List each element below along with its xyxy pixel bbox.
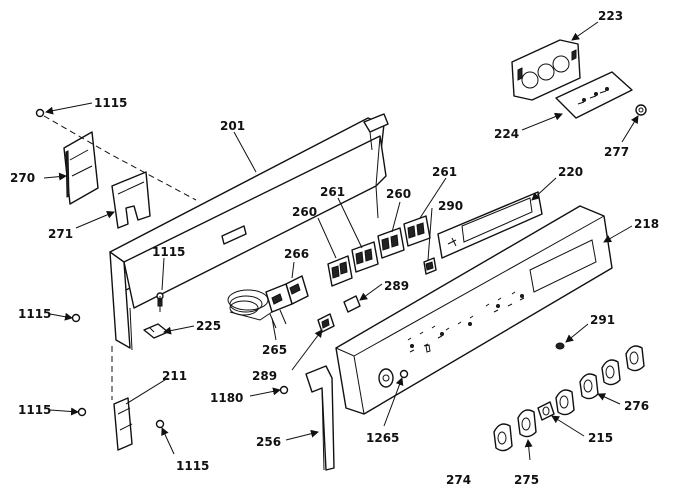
label-261-left: 261 — [320, 185, 345, 199]
label-260-left: 260 — [292, 205, 317, 219]
label-1115-top: 1115 — [94, 96, 127, 110]
part-261-switch-left — [351, 241, 379, 273]
part-labels: 223 224 277 1115 201 270 271 261 260 261… — [10, 9, 659, 487]
knob-276-d — [625, 345, 645, 372]
screw-1115-left — [65, 313, 81, 323]
label-274: 274 — [446, 473, 471, 487]
part-289-lower — [317, 313, 335, 333]
screw-1265 — [399, 369, 409, 379]
knob-276-c — [601, 359, 621, 386]
part-261-switch-right — [403, 215, 431, 247]
part-211-bracket — [113, 397, 133, 451]
screw-1115-top — [35, 108, 45, 118]
part-291-screw — [555, 342, 565, 350]
screw-1180 — [279, 385, 289, 395]
knob-275 — [517, 409, 537, 438]
label-211: 211 — [162, 369, 187, 383]
assembly-lines — [43, 115, 197, 400]
label-1180: 1180 — [210, 391, 243, 405]
label-275: 275 — [514, 473, 539, 487]
part-270-bracket — [63, 131, 99, 205]
part-256-trim — [305, 365, 335, 471]
knob-276-b — [579, 373, 599, 400]
part-260-switch-left — [327, 255, 353, 287]
label-1115-bottom: 1115 — [176, 459, 209, 473]
label-201: 201 — [220, 119, 245, 133]
part-271-bracket — [111, 171, 151, 229]
part-260-switch-right — [377, 227, 405, 259]
knob-276-a — [555, 389, 575, 416]
label-289-lower: 289 — [252, 369, 277, 383]
label-1115-panel: 1115 — [152, 245, 185, 259]
label-223: 223 — [598, 9, 623, 23]
part-290-indicator — [423, 257, 437, 275]
part-265-wire-harness — [227, 289, 273, 321]
part-218-control-panel — [335, 205, 613, 415]
part-289-upper — [343, 295, 361, 313]
knob-274 — [493, 423, 513, 452]
label-270: 270 — [10, 171, 35, 185]
label-215: 215 — [588, 431, 613, 445]
part-224-overlay — [555, 71, 633, 119]
label-266: 266 — [284, 247, 309, 261]
label-289-upper: 289 — [384, 279, 409, 293]
knob-215 — [537, 401, 555, 421]
label-277: 277 — [604, 145, 629, 159]
label-1115-bottom-left: 1115 — [18, 403, 51, 417]
part-277-screw — [635, 104, 647, 116]
label-290: 290 — [438, 199, 463, 213]
label-220: 220 — [558, 165, 583, 179]
part-201-backguard — [109, 113, 389, 351]
part-223-clock-module — [511, 39, 581, 101]
label-291: 291 — [590, 313, 615, 327]
label-218: 218 — [634, 217, 659, 231]
label-1265: 1265 — [366, 431, 399, 445]
label-261-right: 261 — [432, 165, 457, 179]
leader-lines — [43, 21, 639, 461]
label-256: 256 — [256, 435, 281, 449]
label-265: 265 — [262, 343, 287, 357]
label-271: 271 — [48, 227, 73, 241]
label-224: 224 — [494, 127, 519, 141]
label-260-right: 260 — [386, 187, 411, 201]
part-220-window — [437, 191, 543, 259]
part-266-switch — [265, 275, 309, 329]
label-1115-left: 1115 — [18, 307, 51, 321]
label-225: 225 — [196, 319, 221, 333]
label-276: 276 — [624, 399, 649, 413]
part-225-clip — [143, 323, 169, 339]
screw-1115-bottom — [155, 419, 165, 429]
